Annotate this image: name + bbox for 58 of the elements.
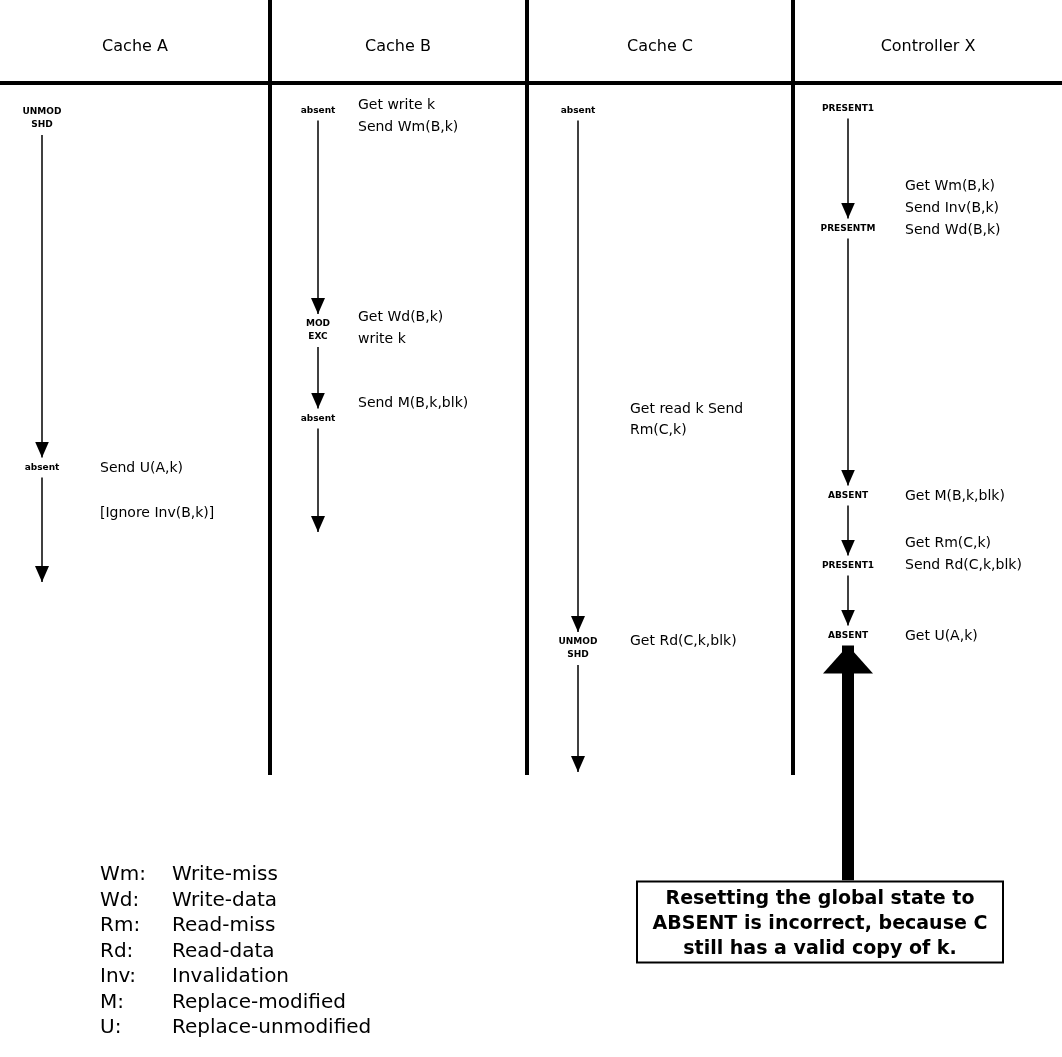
glossary-definition: Invalidation: [172, 963, 290, 987]
arrow: [311, 427, 325, 533]
state-label: PRESENT1: [821, 101, 875, 115]
action-text: Get Rd(C,k,blk): [630, 632, 737, 648]
action-text: Get Wd(B,k): [358, 308, 444, 324]
state-label: absent: [24, 460, 60, 474]
state-label: ABSENT: [827, 628, 869, 642]
glossary-abbreviation: Wd:: [100, 886, 140, 911]
glossary-abbreviation: M:: [100, 988, 124, 1013]
action-text: Get Rm(C,k): [905, 534, 992, 550]
arrow: [841, 504, 855, 557]
glossary-abbreviation: Rm:: [100, 912, 141, 936]
column-header: Controller X: [880, 35, 976, 55]
action-text: Get Wm(B,k): [905, 177, 995, 193]
state-label: UNMOD SHD: [556, 635, 600, 661]
action-text: Send Rd(C,k,blk): [905, 556, 1022, 572]
column-header: Cache B: [365, 35, 431, 55]
glossary-definition: Write-data: [172, 886, 278, 911]
glossary-definition: Write-miss: [172, 861, 278, 885]
glossary-abbreviation: Rd:: [100, 937, 134, 962]
action-text: Send M(B,k,blk): [358, 394, 469, 410]
glossary-definition: Read-data: [172, 937, 275, 962]
arrow: [311, 346, 325, 410]
arrow: [311, 119, 325, 315]
action-text: [Ignore Inv(B,k)]: [100, 504, 215, 520]
arrow: [35, 134, 49, 459]
state-label: ABSENT: [827, 488, 869, 502]
state-label: absent: [300, 103, 336, 117]
note-box: Resetting the global state to ABSENT is incorrect, because C still has a valid copy of k.: [636, 880, 1004, 964]
action-text: Get M(B,k,blk): [905, 487, 1005, 503]
column-header: Cache A: [102, 35, 168, 55]
glossary-abbreviation: Wm:: [100, 861, 146, 885]
glossary-abbreviation: U:: [100, 1014, 122, 1038]
state-label: UNMOD SHD: [20, 105, 64, 131]
thick-arrow: [823, 645, 873, 881]
state-label: PRESENT1: [821, 558, 875, 572]
glossary-definition: Replace-unmodified: [172, 1014, 372, 1038]
action-text: Send Inv(B,k): [905, 199, 1000, 215]
state-label: absent: [560, 103, 596, 117]
arrow: [841, 237, 855, 487]
action-text: Get U(A,k): [905, 627, 978, 643]
state-label: MOD EXC: [301, 317, 335, 343]
action-text: write k: [358, 330, 406, 346]
arrow: [35, 476, 49, 583]
action-text: Send Wm(B,k): [358, 118, 459, 134]
arrow: [841, 574, 855, 627]
action-text: Send Wd(B,k): [905, 221, 1001, 237]
state-label: absent: [300, 411, 336, 425]
glossary-definition: Replace-modified: [172, 988, 346, 1013]
action-text: Send U(A,k): [100, 459, 183, 475]
column-header: Cache C: [627, 35, 693, 55]
glossary-definition: Read-miss: [172, 912, 276, 936]
arrow: [571, 664, 585, 773]
arrow: [841, 117, 855, 220]
arrow: [571, 119, 585, 633]
glossary-abbreviation: Inv:: [100, 963, 137, 987]
state-label: PRESENTM: [820, 221, 876, 235]
action-text: Get write k: [358, 96, 436, 112]
